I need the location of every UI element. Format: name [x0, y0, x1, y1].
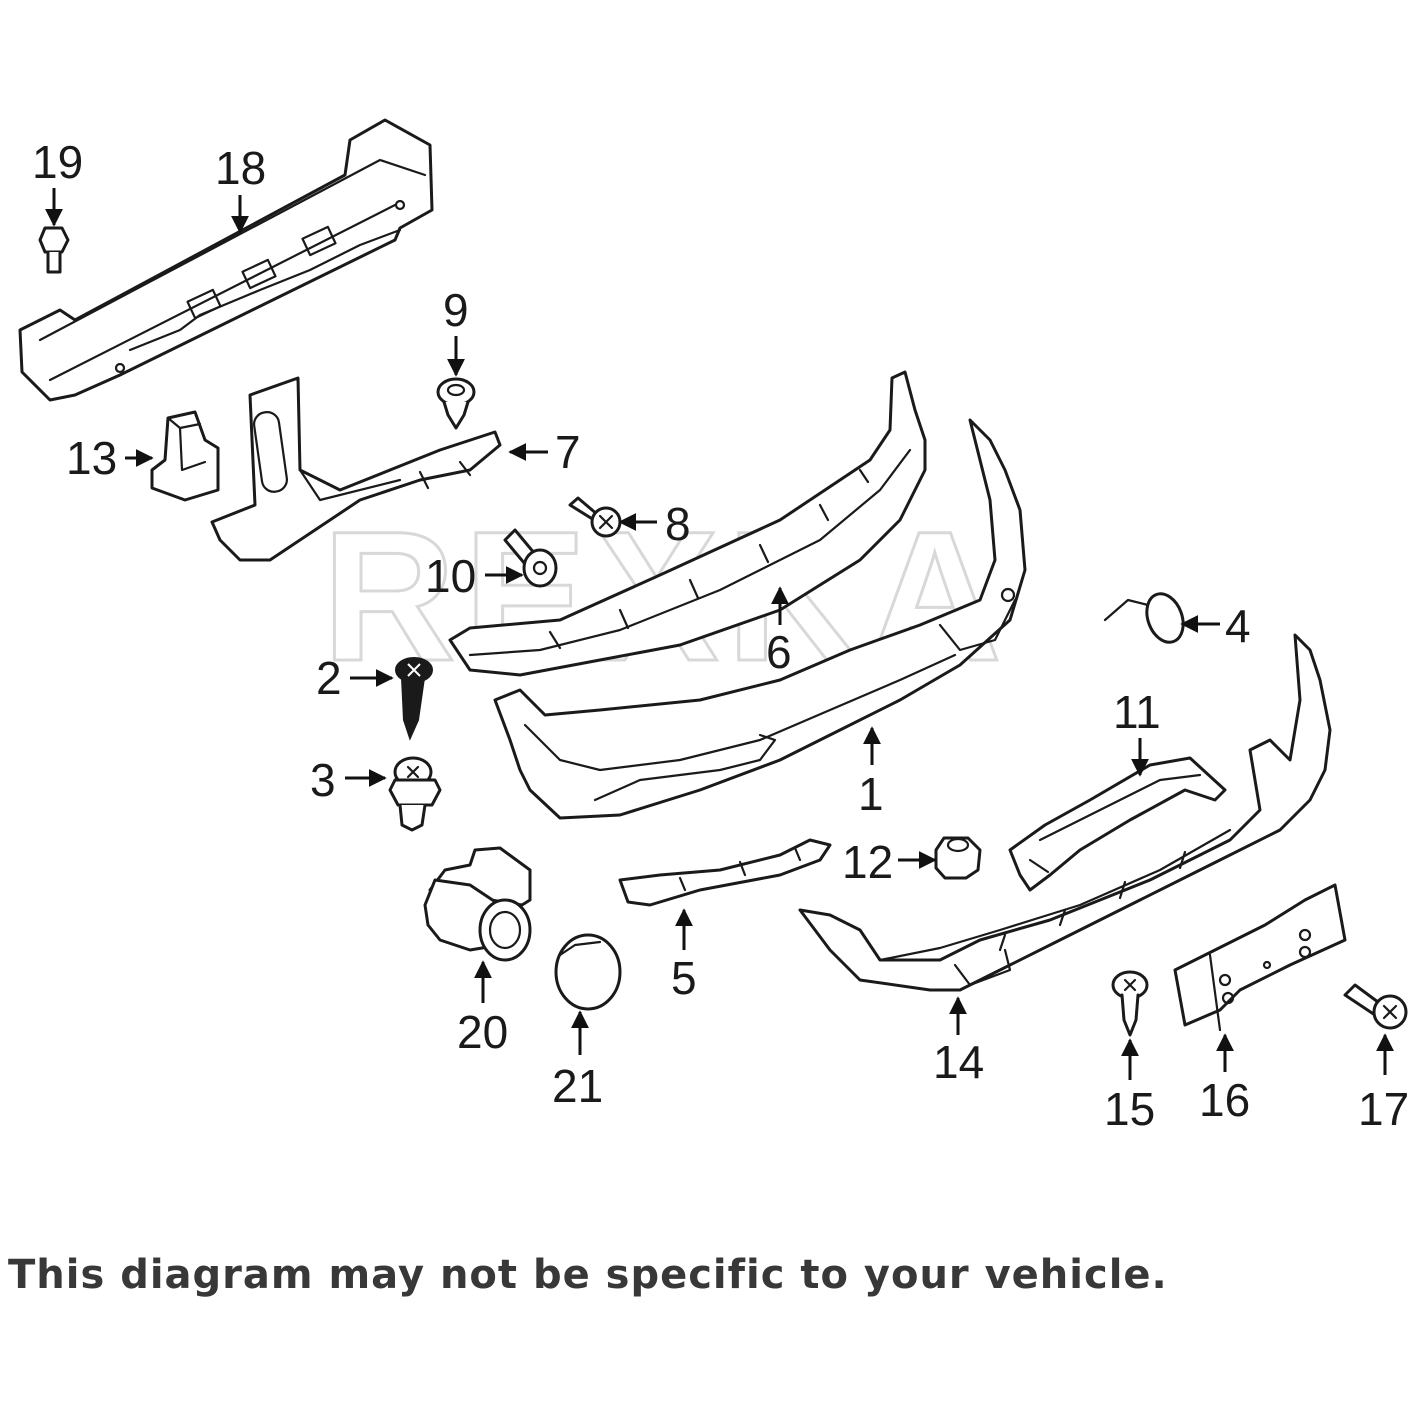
callout-9: 9: [443, 284, 469, 336]
callout-8: 8: [665, 498, 691, 550]
part-15-screw: [1111, 970, 1149, 1037]
callout-15: 15: [1104, 1083, 1155, 1135]
callout-11: 11: [1113, 686, 1161, 738]
callout-labels: 19 18 9 13 7 8 10 6 4 2 11 1 3 12 5 20 1…: [32, 136, 1409, 1135]
part-7-side-bracket: [210, 376, 502, 562]
callout-18: 18: [215, 142, 266, 194]
callout-6: 6: [766, 626, 792, 678]
part-5-trim-strip: [618, 838, 832, 907]
callout-4: 4: [1225, 600, 1251, 652]
part-13-bracket: [150, 410, 220, 502]
part-18-reinforcement-bar: [18, 118, 434, 402]
part-11-bracket: [1008, 756, 1227, 892]
leader-lines: [45, 188, 1394, 1080]
part-21-ring: [554, 933, 622, 1011]
callout-3: 3: [310, 754, 336, 806]
callout-13: 13: [66, 432, 117, 484]
callout-19: 19: [32, 136, 83, 188]
callout-5: 5: [671, 952, 697, 1004]
part-17-screw: [1343, 983, 1408, 1030]
part-12-nut: [934, 836, 982, 880]
part-8-screw: [568, 496, 622, 538]
part-9-push-clip: [436, 377, 476, 430]
part-16-license-bracket: [1173, 883, 1347, 1032]
callout-21: 21: [552, 1060, 603, 1112]
part-19-bolt: [38, 226, 70, 274]
callout-16: 16: [1199, 1074, 1250, 1126]
part-4-cap: [1103, 592, 1185, 644]
part-2-screw: [395, 657, 433, 741]
part-3-rivet: [388, 756, 442, 832]
callout-1: 1: [858, 768, 884, 820]
callout-7: 7: [555, 426, 581, 478]
part-20-sensor: [423, 846, 532, 962]
callout-17: 17: [1358, 1083, 1409, 1135]
part-10-rivet: [503, 528, 558, 588]
callout-2: 2: [316, 652, 342, 704]
callout-10: 10: [425, 550, 476, 602]
callout-20: 20: [457, 1006, 508, 1058]
callout-12: 12: [842, 836, 893, 888]
callout-14: 14: [933, 1036, 984, 1088]
disclaimer-text: This diagram may not be specific to your…: [8, 1252, 1168, 1298]
part-6-upper-cover: [448, 370, 927, 677]
part-14-lower-valance: [798, 633, 1332, 992]
part-1-bumper-cover: [493, 418, 1027, 820]
